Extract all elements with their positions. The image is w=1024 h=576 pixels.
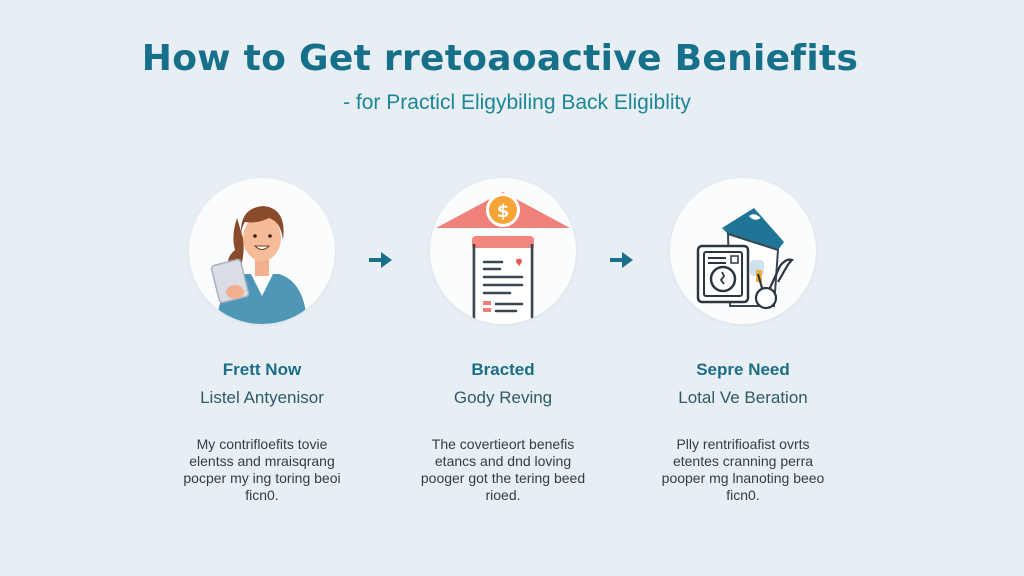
woman-with-tablet-icon bbox=[210, 206, 307, 324]
svg-text:$: $ bbox=[497, 201, 510, 222]
step-3-subtitle: Lotal Ve Beration bbox=[678, 388, 808, 407]
step-1-description: My contrifloefits tovie elentss and mrai… bbox=[183, 436, 341, 503]
step-1-subtitle: Listel Antyenisor bbox=[200, 388, 324, 407]
arrow-right-icon bbox=[610, 252, 633, 268]
step-2: $ Bracted Gody Reving The covertieort be… bbox=[403, 178, 603, 504]
step-3-description: Plly rentrifioafist ovrts etentes cranni… bbox=[661, 436, 825, 503]
step-3-illustration bbox=[670, 178, 816, 324]
step-2-description: The covertieort benefis etancs and dnd l… bbox=[420, 436, 586, 503]
bank-document-icon: $ bbox=[436, 192, 570, 324]
page-title: How to Get rretoaoactive Beniefits bbox=[141, 38, 859, 79]
step-3: Sepre Need Lotal Ve Beration Plly rentri… bbox=[643, 178, 843, 504]
arrow-right-icon bbox=[369, 252, 392, 268]
appliance-house-icon bbox=[696, 208, 795, 310]
step-1-title: Frett Now bbox=[222, 360, 302, 379]
step-1: Frett Now Listel Antyenisor My contriflo… bbox=[162, 178, 362, 504]
step-2-illustration: $ bbox=[430, 178, 576, 324]
step-1-illustration bbox=[189, 178, 335, 324]
page-subtitle: - for Practicl Eligybiling Back Eligibli… bbox=[343, 91, 691, 114]
step-3-title: Sepre Need bbox=[696, 360, 790, 379]
step-2-subtitle: Gody Reving bbox=[453, 388, 553, 407]
step-2-title: Bracted bbox=[471, 360, 535, 379]
